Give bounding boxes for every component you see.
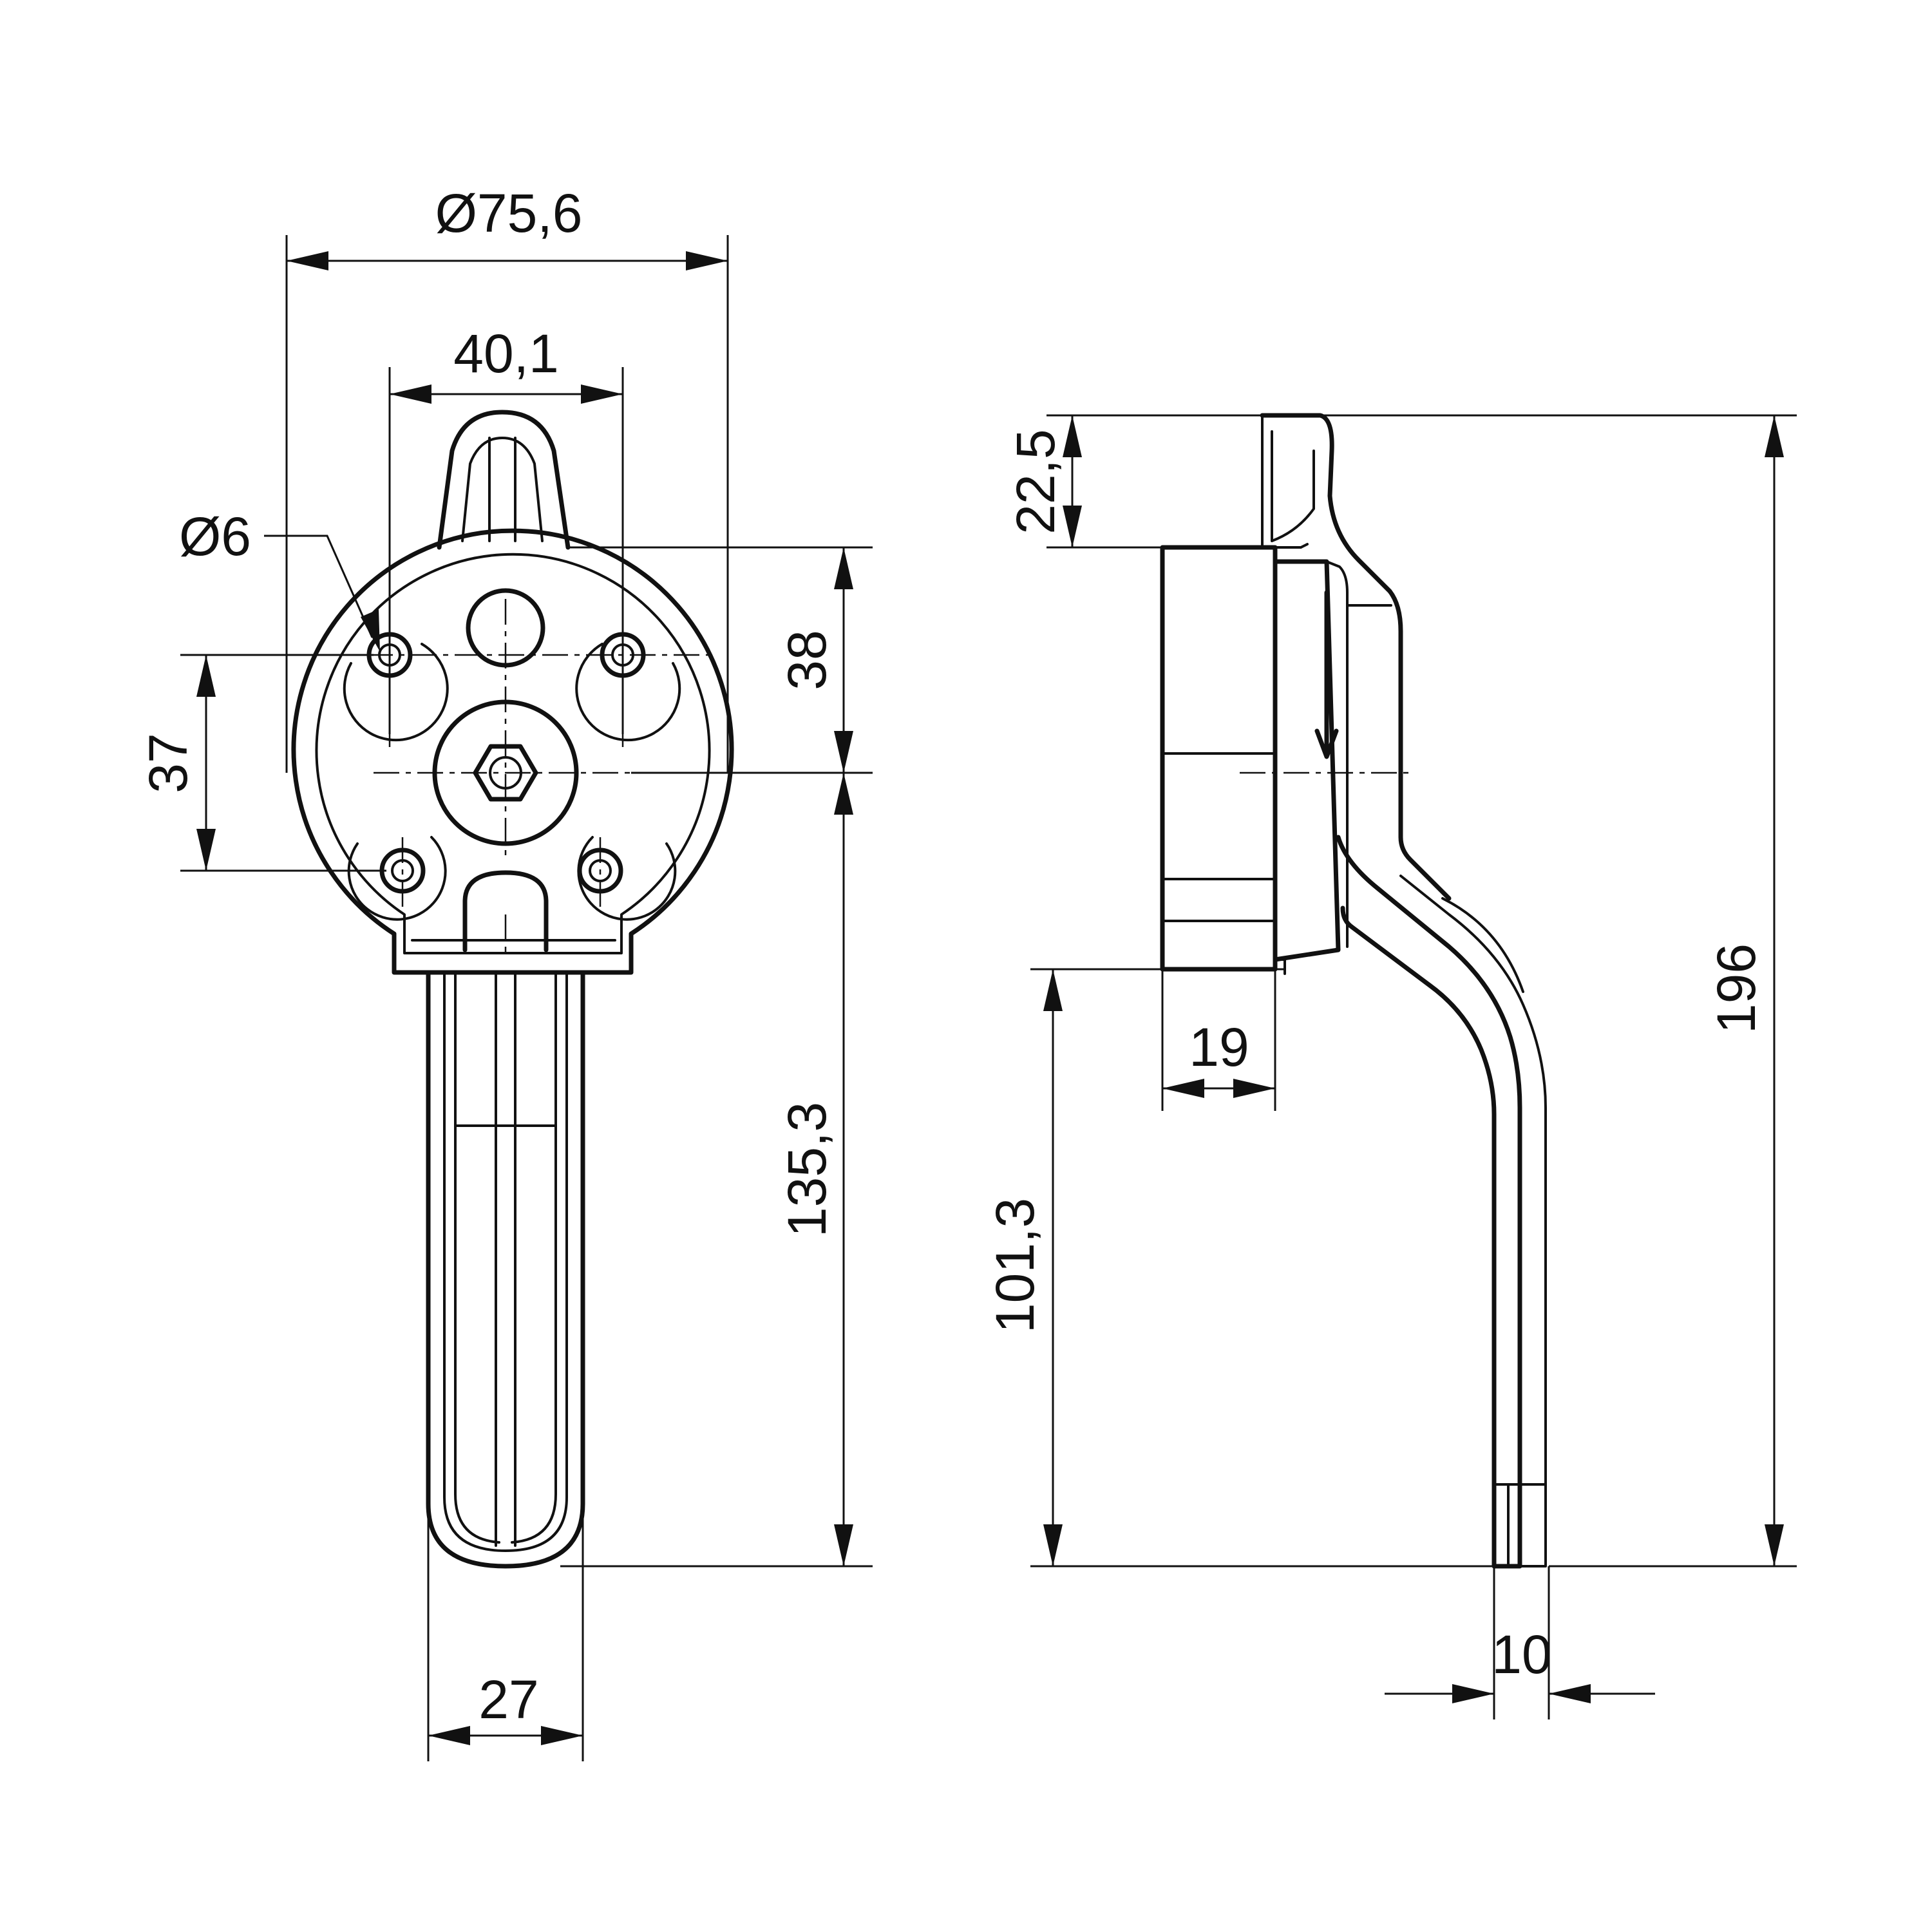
side-view (1160, 413, 1547, 1569)
housing-body (291, 528, 734, 975)
dim-overall-diameter: Ø75,6 (435, 183, 583, 243)
dim-hole-spacing-vertical: 37 (138, 733, 198, 793)
dim-upper-offset: 38 (777, 630, 837, 690)
front-view (291, 410, 734, 1569)
lever-handle (426, 971, 585, 1569)
dim-lever-width: 27 (478, 1669, 538, 1730)
side-body (1160, 545, 1278, 972)
dim-lever-length: 135,3 (777, 1102, 837, 1237)
dim-lower-height: 101,3 (985, 1198, 1045, 1333)
side-housing (1260, 413, 1452, 901)
dim-hole-spacing-top: 40,1 (453, 323, 559, 384)
dim-body-depth: 19 (1189, 1017, 1249, 1077)
side-lever (1336, 835, 1522, 1569)
dim-top-offset: 22,5 (1005, 429, 1066, 535)
front-dimensions: Ø75,6 40,1 Ø6 37 38 135,3 (138, 183, 873, 1761)
side-dimensions: 22,5 196 19 101,3 10 (985, 414, 1797, 1719)
dim-hole-diameter: Ø6 (179, 506, 251, 567)
dim-lever-thickness: 10 (1492, 1624, 1551, 1685)
side-flange (1273, 559, 1341, 962)
dim-total-height: 196 (1706, 943, 1766, 1034)
side-indicator-arrow (1314, 590, 1339, 759)
top-knob (437, 410, 571, 550)
